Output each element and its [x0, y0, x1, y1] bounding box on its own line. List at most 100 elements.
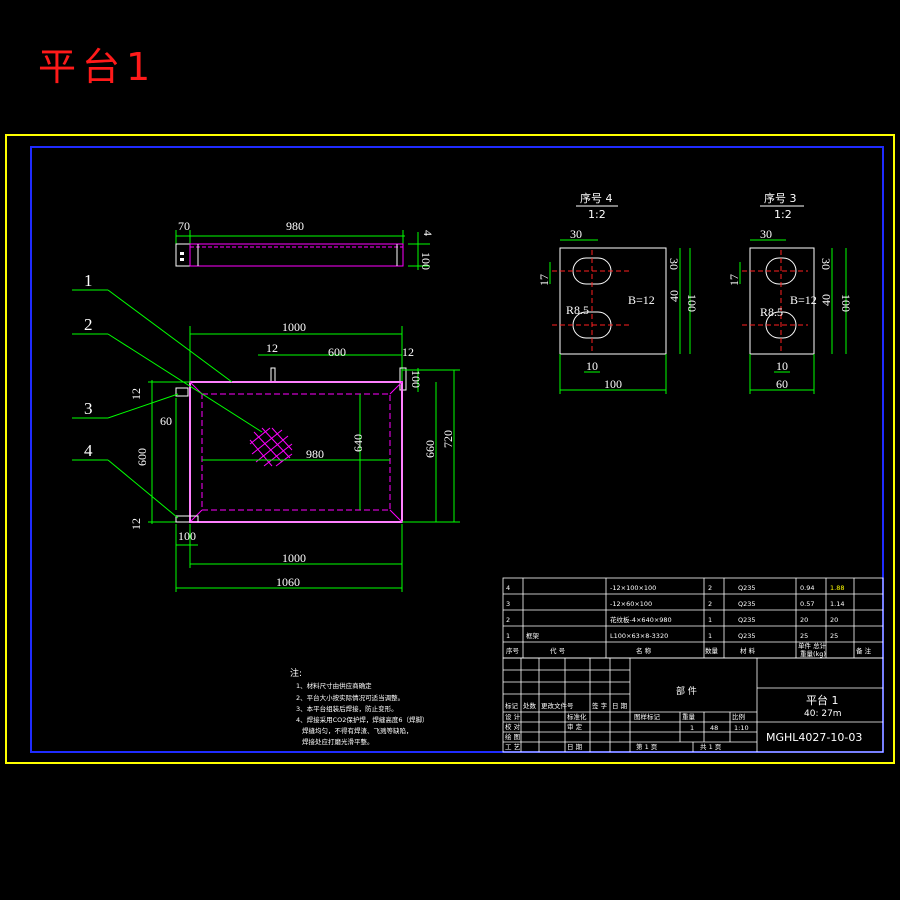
tb-sign: 签 字	[592, 701, 608, 710]
bom-cell-total: 1.88	[830, 584, 844, 592]
tb-ratio-label: 比例	[732, 712, 745, 721]
top-view: 70 980 4 100	[175, 219, 435, 270]
tb-approve: 审 定	[567, 722, 583, 731]
notes: 注: 1、材料尺寸由供应商确定 2、平台大小按实际情况可适当调整。 3、本平台组…	[290, 667, 429, 746]
bom-cell-no: 4	[506, 584, 510, 592]
bom-header-code: 代 号	[550, 646, 566, 655]
bom-cell-mat: Q235	[738, 584, 756, 592]
bom-cell-no: 3	[506, 600, 510, 608]
tb-mass: 48	[710, 724, 718, 732]
dim-12-bottom: 12	[129, 518, 143, 530]
bom-cell-name: -12×60×100	[610, 600, 652, 608]
tb-count: 处数	[523, 701, 537, 710]
bom-cell-total: 20	[830, 616, 838, 624]
note-line-2: 2、平台大小按实际情况可适当调整。	[296, 693, 404, 702]
tb-draw: 绘 图	[505, 732, 520, 741]
tb-date: 日 期	[612, 702, 628, 710]
detail-3-scale: 1:2	[774, 208, 792, 221]
bom-header: 序号 代 号 名 称 数量 材 料 单件 总计 重量(kg) 备 注	[506, 641, 872, 658]
dim-720: 720	[441, 430, 455, 448]
tb-mark: 标记	[505, 701, 519, 710]
inner-frame	[30, 146, 884, 753]
bom-cell-unit: 20	[800, 616, 808, 624]
note-line-4: 4、焊接采用CO2保护焊，焊缝高度6（焊脚）	[296, 715, 429, 724]
part-label-2: 2	[84, 315, 93, 334]
dim-70: 70	[178, 219, 190, 233]
bom-cell-total: 25	[830, 632, 838, 640]
tb-ratio: 1:10	[734, 724, 749, 732]
bom-header-qty: 数量	[705, 646, 719, 655]
detail-4: 序号 4 1:2 30 17 R8.5 B=12 30 40 100 10 10…	[537, 191, 699, 394]
detail-3-dim-40: 40	[819, 294, 833, 306]
dim-100-bottom: 100	[178, 529, 196, 543]
bom-header-name: 名 称	[636, 646, 652, 655]
bom-cell-name: -12×100×100	[610, 584, 656, 592]
detail-4-dim-17: 17	[537, 274, 551, 286]
dim-100-top: 100	[419, 252, 433, 270]
bom-header-remark: 备 注	[856, 646, 872, 655]
tb-page: 第 1 页	[636, 742, 658, 751]
dim-600-left: 600	[135, 448, 149, 466]
bom-header-weight2: 重量(kg)	[800, 650, 826, 658]
tb-drawing-mark: 图样标记	[634, 712, 661, 721]
dim-100-right: 100	[409, 370, 423, 388]
tb-category: 部 件	[676, 685, 697, 697]
tb-standard: 标准化	[567, 712, 587, 721]
detail-3-heading: 序号 3	[764, 191, 797, 205]
detail-4-dim-10: 10	[586, 359, 598, 373]
detail-4-dim-30: 30	[570, 227, 582, 241]
dim-600-top: 600	[328, 345, 346, 359]
title-block	[502, 657, 884, 753]
tb-process: 工 艺	[505, 743, 521, 751]
note-line-3: 3、本平台组装后焊接，防止变形。	[296, 704, 398, 713]
bom-cell-mat: Q235	[738, 600, 756, 608]
bom-header-mat: 材 料	[740, 646, 756, 655]
detail-3-dim-10: 10	[776, 359, 788, 373]
dim-640: 640	[351, 434, 365, 452]
detail-4-heading: 序号 4	[580, 191, 613, 205]
bom-header-weight: 单件 总计	[798, 641, 827, 650]
part-label-1: 1	[84, 271, 93, 290]
dim-1000-top: 1000	[282, 320, 306, 334]
detail-3-dim-60b: 60	[776, 377, 788, 391]
detail-4-dim-30r: 30	[667, 258, 681, 270]
bom-cell-qty: 1	[708, 616, 712, 624]
detail-3-dim-17: 17	[727, 274, 741, 286]
tb-qty: 1	[690, 724, 694, 732]
bom-cell-unit: 25	[800, 632, 808, 640]
tb-weight-label: 重量	[682, 713, 696, 721]
dim-12-b: 12	[402, 345, 414, 359]
dim-1060: 1060	[276, 575, 300, 589]
bom-cell-no: 1	[506, 632, 510, 640]
detail-3-dim-30r: 30	[819, 258, 833, 270]
tb-drawing-name: 平台 1	[806, 693, 839, 707]
tb-weight: 40: 27m	[804, 709, 842, 719]
bom-cell-mat: Q235	[738, 632, 756, 640]
bom-cell-unit: 0.94	[800, 584, 814, 592]
detail-4-dim-100b: 100	[604, 377, 622, 391]
part-label-3: 3	[84, 399, 93, 418]
bom-cell-name: L100×63×8-3320	[610, 632, 668, 640]
bom-cell-mat: Q235	[738, 616, 756, 624]
dim-1000-bottom: 1000	[282, 551, 306, 565]
tb-total-pages: 共 1 页	[700, 742, 722, 751]
dim-60: 60	[160, 414, 172, 428]
note-line-6: 焊接处应打磨光滑平整。	[302, 737, 374, 746]
dim-980-top: 980	[286, 219, 304, 233]
drawing-title: 平台1	[38, 45, 157, 89]
dim-980: 980	[306, 447, 324, 461]
part-leaders: 1 2 3 4	[72, 271, 263, 519]
detail-4-dim-40: 40	[667, 290, 681, 302]
bom-header-no: 序号	[506, 646, 520, 655]
detail-4-scale: 1:2	[588, 208, 606, 221]
detail-3-dim-100r: 100	[839, 294, 853, 312]
bom-cell-qty: 2	[708, 600, 712, 608]
detail-4-dim-100r: 100	[685, 294, 699, 312]
tb-check: 校 对	[505, 722, 521, 731]
dim-12-left: 12	[129, 388, 143, 400]
tb-date2: 日 期	[567, 743, 583, 751]
note-line-5: 焊缝均匀，不得有焊渣、飞溅等缺陷，	[302, 726, 413, 735]
bom-cell-unit: 0.57	[800, 600, 814, 608]
